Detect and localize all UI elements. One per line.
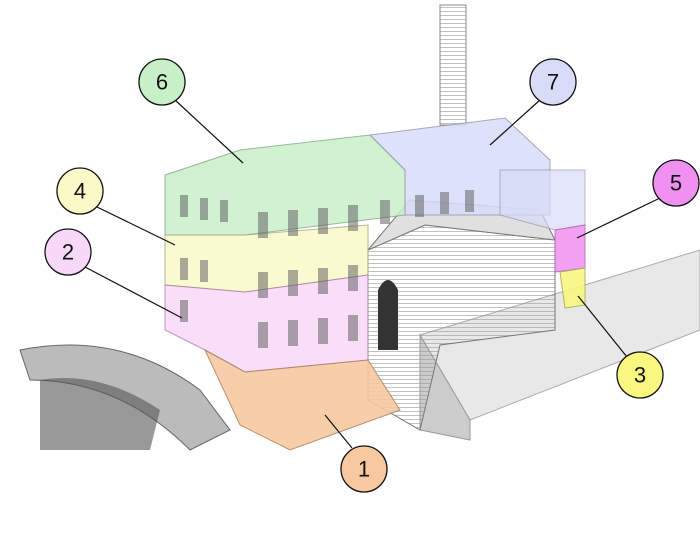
callout-circle	[529, 58, 577, 106]
callout-circle	[138, 58, 186, 106]
chimney	[439, 4, 467, 126]
callout-number: 3	[634, 363, 646, 388]
callout-2: 2	[44, 228, 92, 276]
callout-6: 6	[138, 58, 186, 106]
zone-5	[554, 224, 586, 273]
zone-3	[559, 267, 586, 309]
callout-number: 4	[74, 179, 86, 204]
callout-5: 5	[652, 159, 700, 207]
leader-line-4	[96, 206, 176, 246]
callout-1: 1	[340, 445, 388, 493]
arched-window	[378, 280, 398, 350]
river	[40, 378, 160, 450]
leader-line-6	[174, 99, 244, 164]
callout-circle	[652, 159, 700, 207]
leader-line-5	[576, 197, 661, 239]
windows	[180, 190, 474, 348]
callout-number: 5	[670, 171, 682, 196]
leader-line-1	[324, 414, 353, 449]
leader-line-7	[489, 99, 541, 146]
callout-circle	[616, 351, 664, 399]
callout-number: 2	[62, 240, 74, 265]
callout-number: 7	[547, 70, 559, 95]
leader-lines	[84, 99, 661, 449]
sketch-background	[19, 4, 700, 451]
callout-7: 7	[529, 58, 577, 106]
leader-line-2	[84, 266, 183, 319]
callout-circle	[44, 228, 92, 276]
callout-number: 6	[156, 70, 168, 95]
callout-circle	[340, 445, 388, 493]
zone-1	[203, 348, 401, 451]
zones	[164, 117, 586, 451]
callout-number: 1	[358, 457, 370, 482]
callout-4: 4	[56, 167, 104, 215]
callout-circle	[56, 167, 104, 215]
leader-line-3	[577, 295, 628, 358]
callout-3: 3	[616, 351, 664, 399]
